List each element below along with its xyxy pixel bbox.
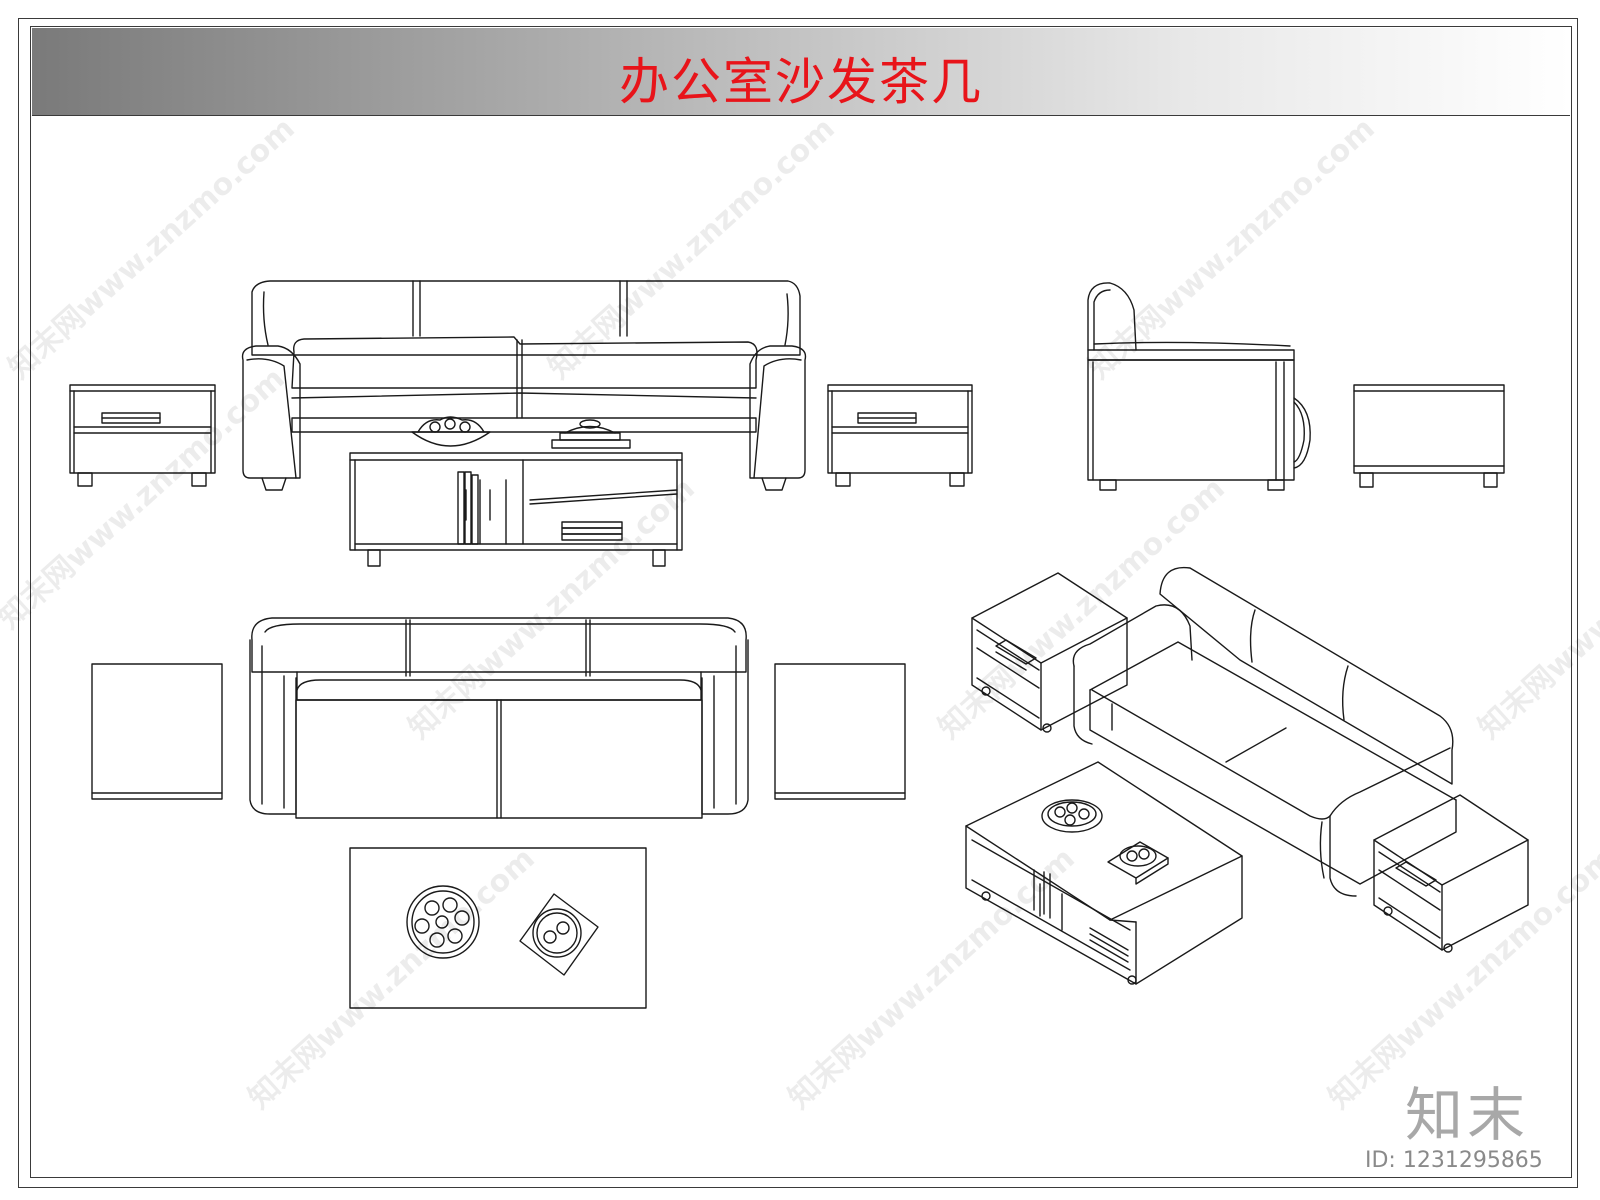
side-elevation-sofa xyxy=(1087,282,1311,491)
side-elevation-side-table xyxy=(1353,384,1505,488)
front-elevation-side-table-left xyxy=(69,384,216,487)
brand-logo: 知末 xyxy=(1405,1081,1530,1149)
watermark-text: 知末网www.znzmo.com xyxy=(402,471,702,746)
plan-view-sofa xyxy=(249,617,749,819)
isometric-side-table-front xyxy=(1373,794,1529,953)
watermark-text: 知末网www.znzmo.com xyxy=(242,841,542,1116)
watermark-text: 知末网www.znzmo.com xyxy=(542,111,842,386)
page-title: 办公室沙发茶几 xyxy=(619,53,983,111)
watermark-text: 知末网www.znzmo.com xyxy=(1472,471,1600,746)
watermark-text: 知末网www.znzmo.com xyxy=(2,111,302,386)
front-elevation-coffee-table xyxy=(349,416,683,567)
watermark-layer: 知末网www.znzmo.com 知末网www.znzmo.com 知末网www… xyxy=(0,111,1600,1116)
plan-view-coffee-table xyxy=(349,847,647,1009)
isometric-side-table-back xyxy=(971,572,1128,733)
front-elevation-sofa xyxy=(241,280,807,491)
outer-frame xyxy=(18,18,1578,1188)
plan-view-side-table-left xyxy=(91,663,223,800)
isometric-coffee-table xyxy=(965,761,1243,985)
front-elevation-side-table-right xyxy=(827,384,973,487)
isometric-sofa xyxy=(1072,566,1457,897)
drawing-id: ID: 1231295865 xyxy=(1365,1148,1543,1173)
watermark-text: 知末网www.znzmo.com xyxy=(782,841,1082,1116)
title-bar: 办公室沙发茶几 xyxy=(32,28,1570,116)
inner-frame xyxy=(30,26,1572,1178)
watermark-text: 知末网www.znzmo.com xyxy=(0,361,292,636)
plan-view-side-table-right xyxy=(774,663,906,800)
watermark-text: 知末网www.znzmo.com xyxy=(1082,111,1382,386)
watermark-text: 知末网www.znzmo.com xyxy=(932,471,1232,746)
